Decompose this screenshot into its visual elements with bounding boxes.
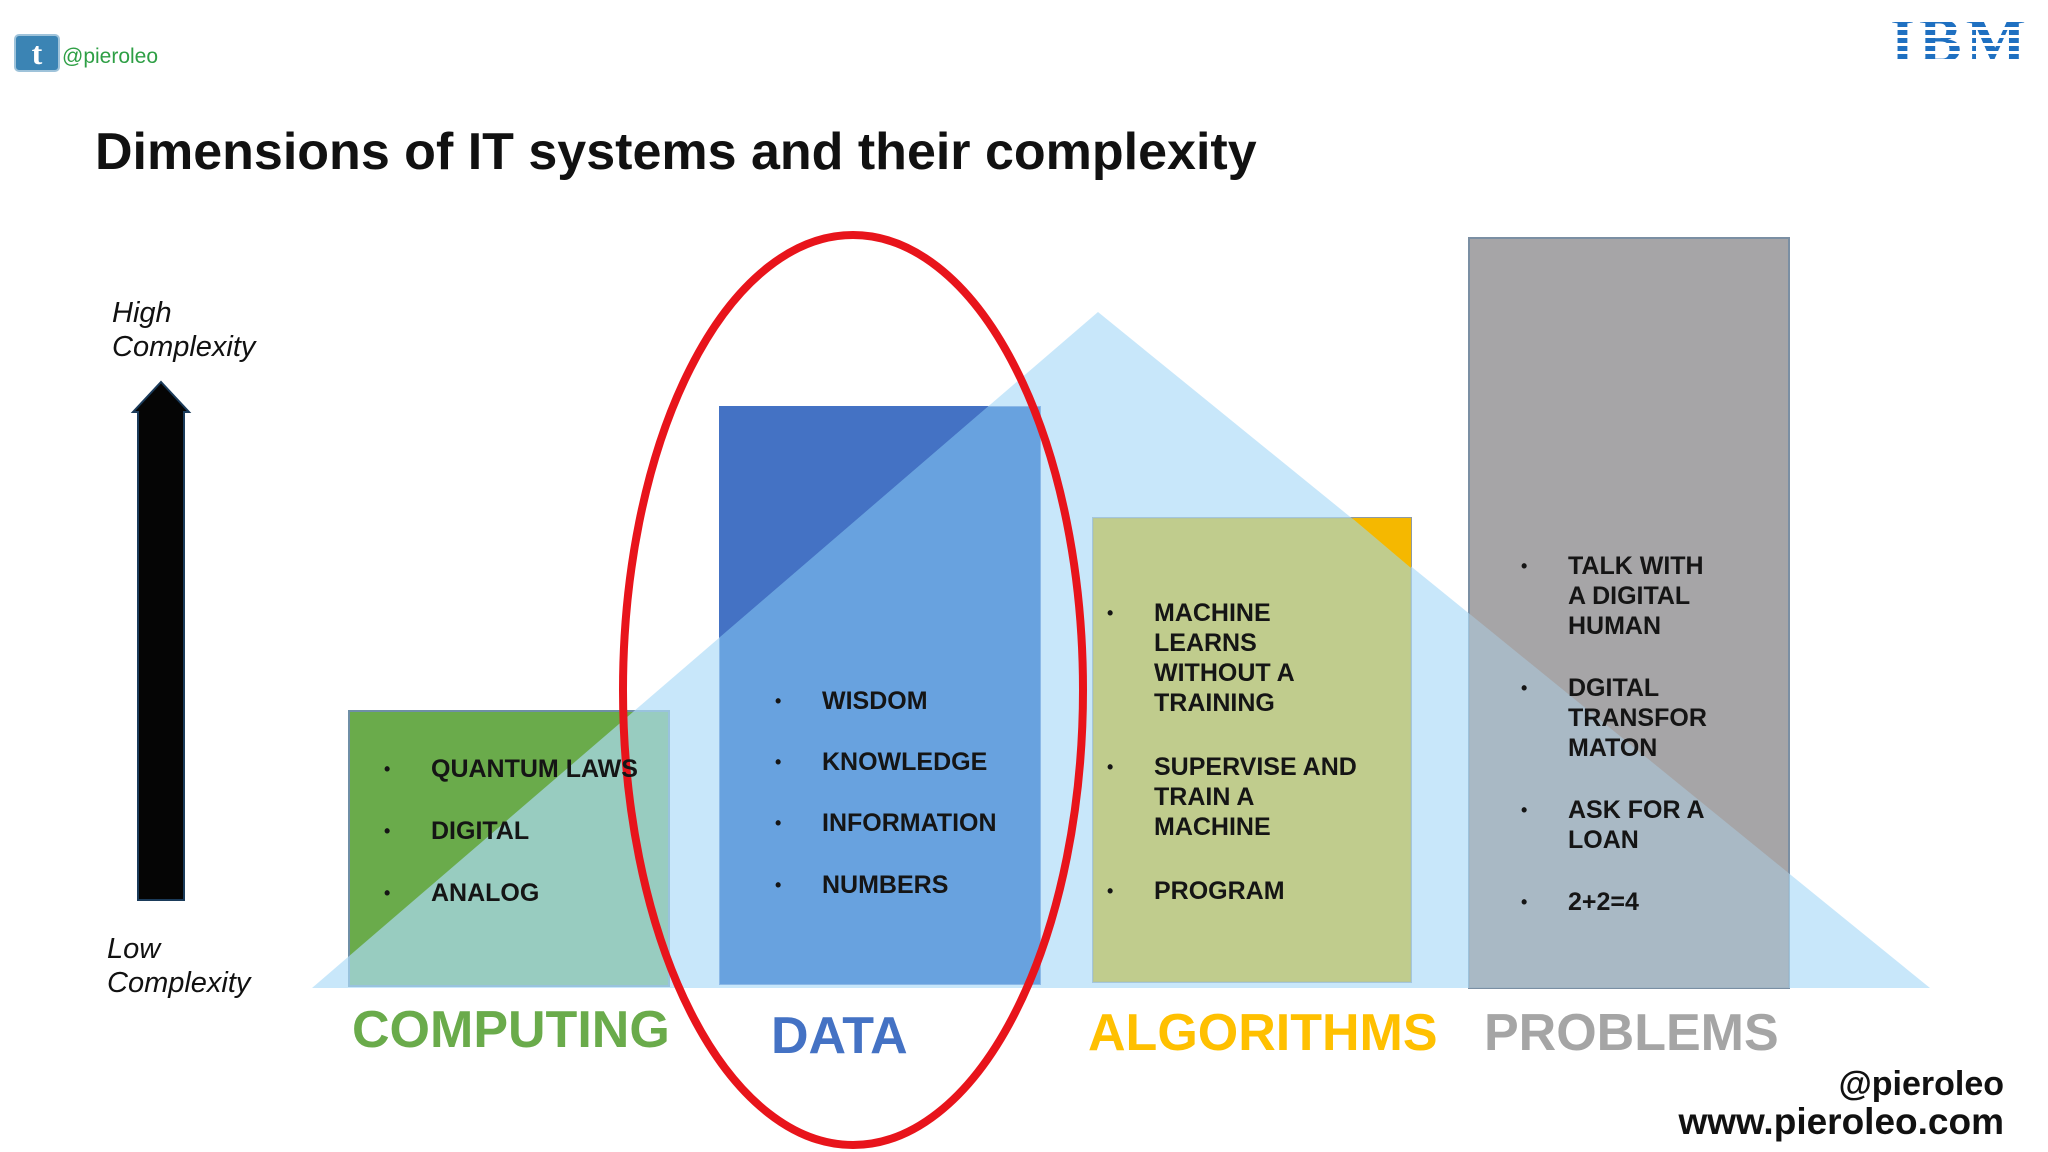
list-item: KNOWLEDGE xyxy=(775,747,997,777)
footer-handle: @pieroleo xyxy=(1838,1065,2004,1103)
data-label: DATA xyxy=(771,1007,908,1065)
computing-list: QUANTUM LAWS DIGITAL ANALOG xyxy=(384,754,638,908)
complexity-arrow xyxy=(130,380,192,901)
list-item: PROGRAM xyxy=(1107,876,1357,906)
twitter-bird-icon[interactable]: t xyxy=(14,34,60,72)
computing-label: COMPUTING xyxy=(352,1001,670,1059)
data-highlight-ellipse xyxy=(619,231,1087,1149)
footer-website[interactable]: www.pieroleo.com xyxy=(1678,1101,2004,1142)
data-list: WISDOM KNOWLEDGE INFORMATION NUMBERS xyxy=(775,686,997,900)
page-title: Dimensions of IT systems and their compl… xyxy=(95,123,1257,181)
twitter-handle[interactable]: @pieroleo xyxy=(62,45,159,68)
list-item: WISDOM xyxy=(775,686,997,716)
problems-label: PROBLEMS xyxy=(1484,1004,1779,1062)
list-item: INFORMATION xyxy=(775,808,996,838)
list-item: QUANTUM LAWS xyxy=(384,754,638,784)
list-item: ANALOG xyxy=(384,878,638,908)
list-item: DIGITAL xyxy=(384,816,638,846)
list-item: NUMBERS xyxy=(775,870,997,900)
ibm-logo: IBM xyxy=(1890,5,2030,76)
algorithms-label: ALGORITHMS xyxy=(1088,1004,1438,1062)
algorithms-corner xyxy=(1352,518,1411,568)
list-item: 2+2=4 xyxy=(1521,887,1707,917)
